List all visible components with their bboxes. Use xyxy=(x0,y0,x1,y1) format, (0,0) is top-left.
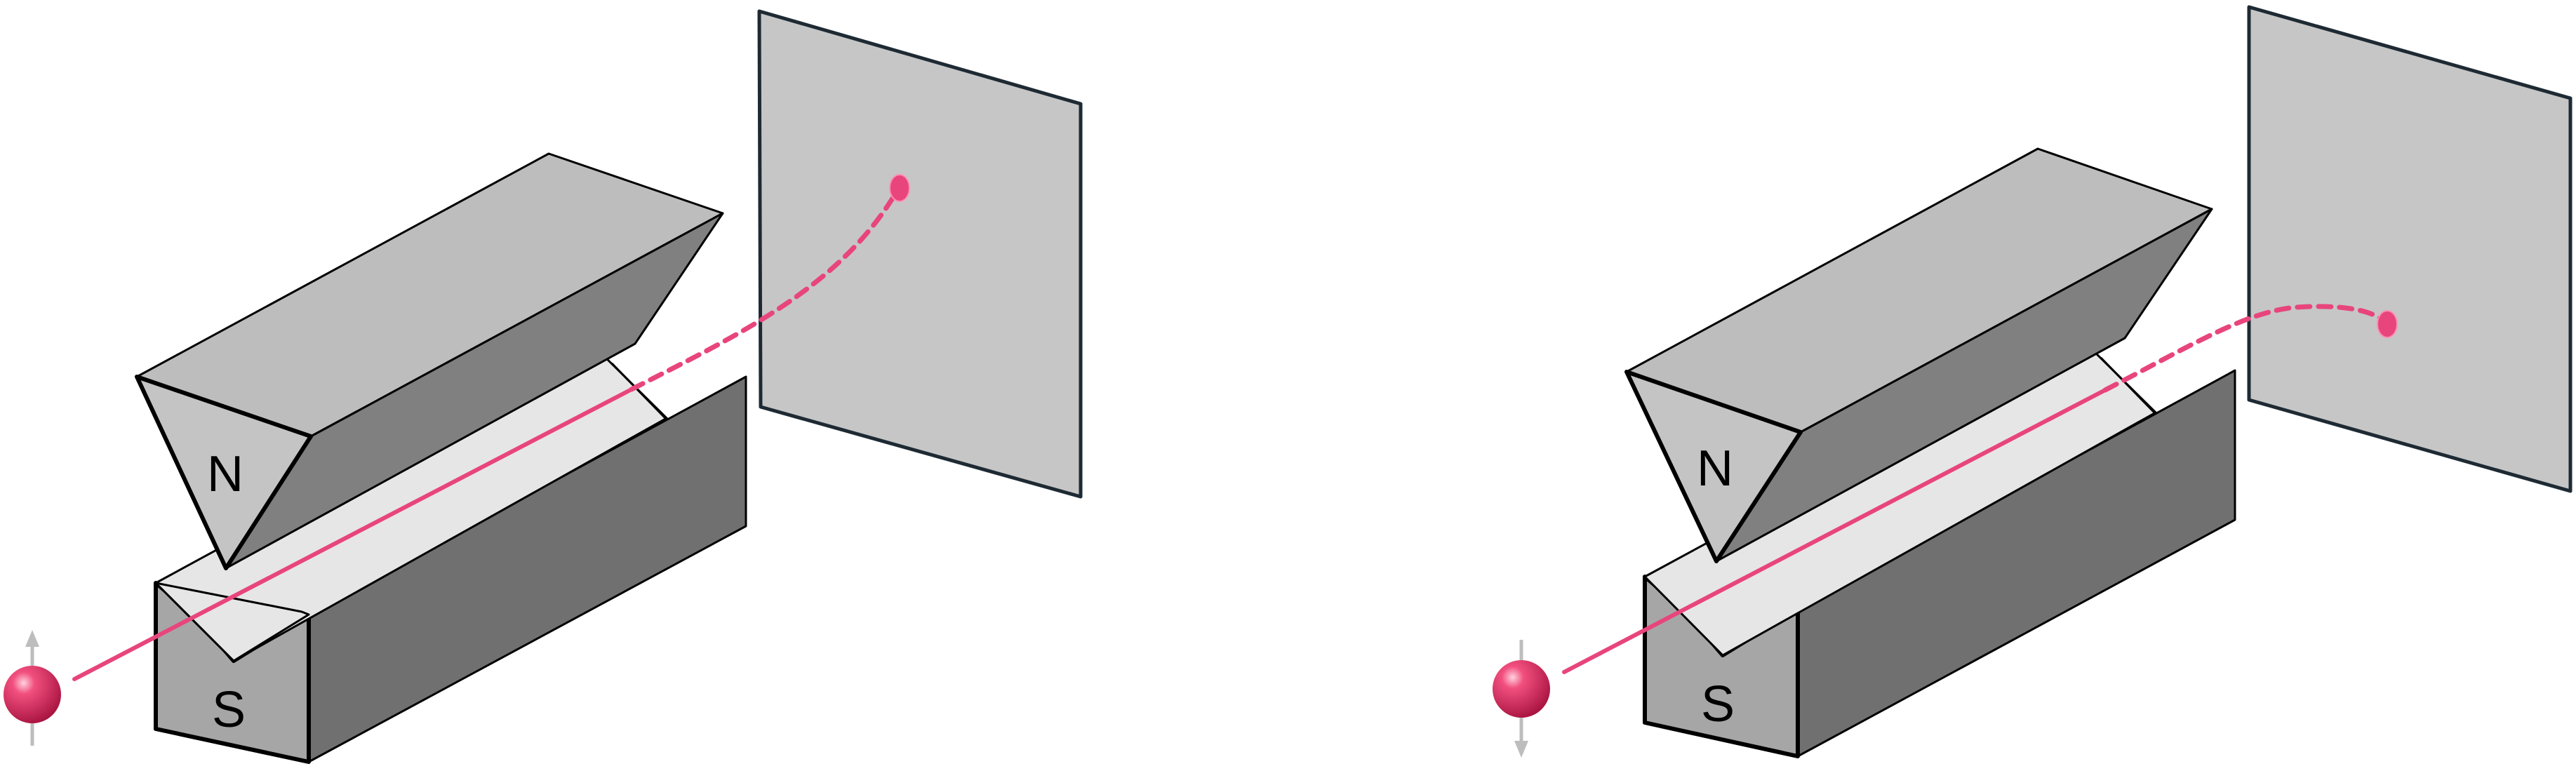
arrow-up-head xyxy=(25,630,39,647)
detector-screen xyxy=(757,9,1083,499)
groove-marker-line xyxy=(610,362,667,420)
beam-solid xyxy=(1562,388,2107,674)
beam-dashed xyxy=(2102,304,2389,393)
north-pole-label: N xyxy=(207,446,243,502)
impact-spot xyxy=(2377,310,2398,338)
south-pole-label: S xyxy=(1701,676,1735,732)
sphere-particle-icon xyxy=(4,630,61,746)
beam-solid xyxy=(72,387,634,681)
particle-beam xyxy=(72,184,902,681)
south-magnet-groove-front xyxy=(154,582,310,662)
north-magnet: N xyxy=(135,152,724,570)
north-magnet: N xyxy=(1624,147,2213,563)
sphere-particle-icon xyxy=(1493,640,1550,758)
particle-beam xyxy=(1562,304,2389,674)
south-pole-label: S xyxy=(212,682,246,738)
panel-left: S N xyxy=(4,9,1083,764)
arrow-down-head xyxy=(1514,741,1528,758)
impact-spot xyxy=(889,174,910,202)
panel-right: S N xyxy=(1493,5,2572,758)
groove-marker-line xyxy=(2100,356,2156,414)
north-magnet-front xyxy=(1624,370,1803,563)
detector-screen xyxy=(2247,5,2572,493)
north-pole-label: N xyxy=(1697,441,1733,497)
north-magnet-front xyxy=(135,375,313,570)
beam-dashed xyxy=(629,184,902,392)
